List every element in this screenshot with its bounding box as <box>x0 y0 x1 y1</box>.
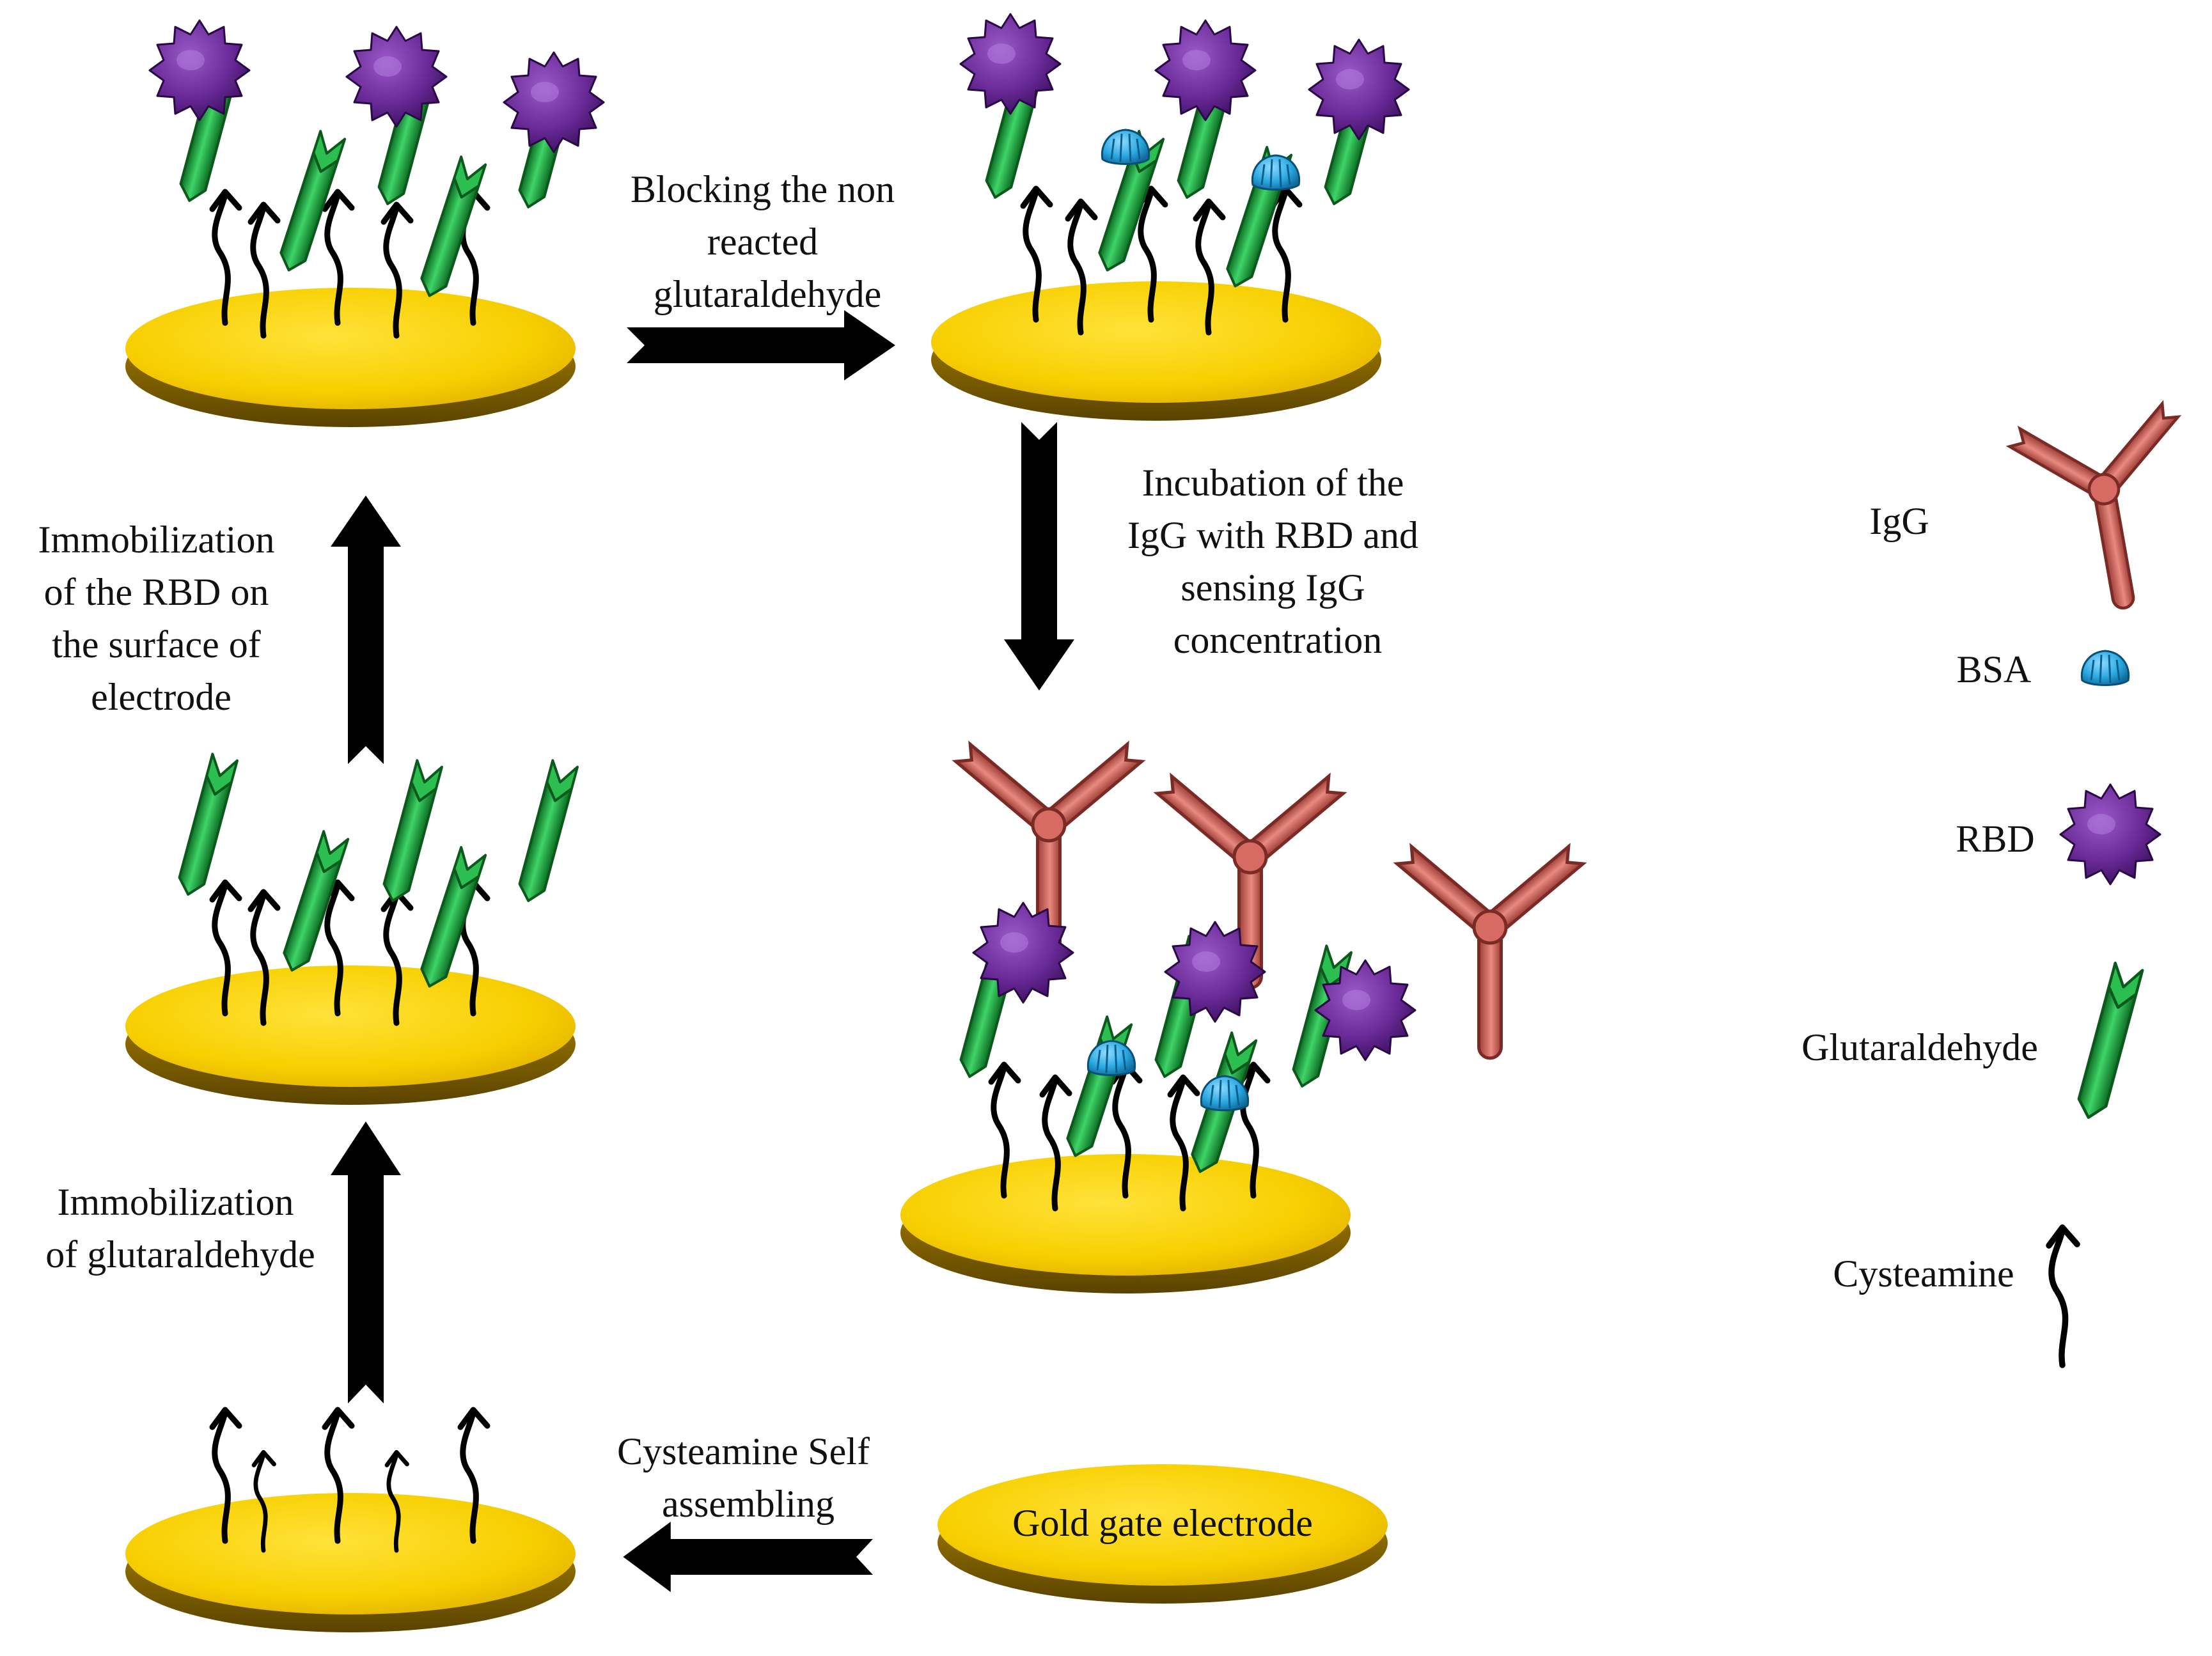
gold-electrode-disc <box>931 281 1381 421</box>
igg-antibody <box>1397 847 1583 1058</box>
blocking-step-label: Blocking the non reacted glutaraldehyde <box>631 168 904 315</box>
gold-electrode-disc <box>125 965 576 1105</box>
incubation-step-label: Incubation of the IgG with RBD and sensi… <box>1127 462 1428 661</box>
bsa-icon <box>2080 650 2130 686</box>
arrow-glut-immobilization <box>331 1121 401 1403</box>
rbd-molecule <box>345 26 448 128</box>
arrow-incubation <box>1004 422 1074 691</box>
bsa-molecule <box>1086 1040 1136 1076</box>
legend-igg-label: IgG <box>1869 500 1929 542</box>
legend-glutaraldehyde: Glutaraldehyde <box>1801 963 2142 1121</box>
legend-rbd: RBD <box>1956 783 2161 886</box>
rbd-molecule <box>503 51 605 153</box>
panel-glutaraldehyde-immobilized <box>125 753 579 1105</box>
cysteamine-icon <box>2049 1228 2077 1365</box>
arrow-cysteamine-sa <box>623 1522 873 1592</box>
panel-bsa-blocked <box>931 13 1410 421</box>
glutaraldehyde-icon <box>2075 963 2143 1121</box>
legend-bsa-label: BSA <box>1957 648 2032 691</box>
bsa-molecule <box>1101 129 1150 165</box>
legend: IgG BSA RBD Glutaraldehyde Cysteamine <box>1801 402 2209 1365</box>
glutaraldehyde-molecule <box>379 759 443 906</box>
glut-immobilization-label: Immobilization of glutaraldehyde <box>45 1181 315 1276</box>
rbd-immobilization-label: Immobilization of the RBD on the surface… <box>38 519 285 718</box>
rbd-icon <box>2059 783 2161 886</box>
igg-icon <box>2007 402 2209 623</box>
arrow-rbd-immobilization <box>331 496 401 764</box>
panel-rbd-immobilized <box>125 19 605 427</box>
bsa-molecule <box>1251 154 1301 191</box>
rbd-molecule <box>959 13 1062 115</box>
rbd-molecule <box>148 19 251 121</box>
arrow-blocking <box>627 310 895 380</box>
cysteamine-sa-label: Cysteamine Self assembling <box>617 1430 879 1525</box>
gold-electrode-label: Gold gate electrode <box>1012 1502 1313 1544</box>
legend-glutaraldehyde-label: Glutaraldehyde <box>1801 1026 2038 1068</box>
panel-bare-electrode: Gold gate electrode <box>937 1464 1388 1604</box>
rbd-molecule <box>1154 19 1257 121</box>
rbd-molecule <box>1308 38 1410 141</box>
legend-cysteamine-label: Cysteamine <box>1833 1253 2014 1295</box>
legend-bsa: BSA <box>1957 648 2130 691</box>
legend-igg: IgG <box>1869 402 2209 623</box>
gold-electrode-disc <box>125 1493 576 1632</box>
panel-igg-sensing <box>900 744 1583 1293</box>
glutaraldehyde-molecule <box>174 753 239 900</box>
glutaraldehyde-molecule <box>514 759 579 906</box>
legend-cysteamine: Cysteamine <box>1833 1228 2077 1365</box>
legend-rbd-label: RBD <box>1956 818 2034 860</box>
panel-cysteamine-sam <box>125 1410 576 1632</box>
gold-electrode-disc <box>125 288 576 427</box>
